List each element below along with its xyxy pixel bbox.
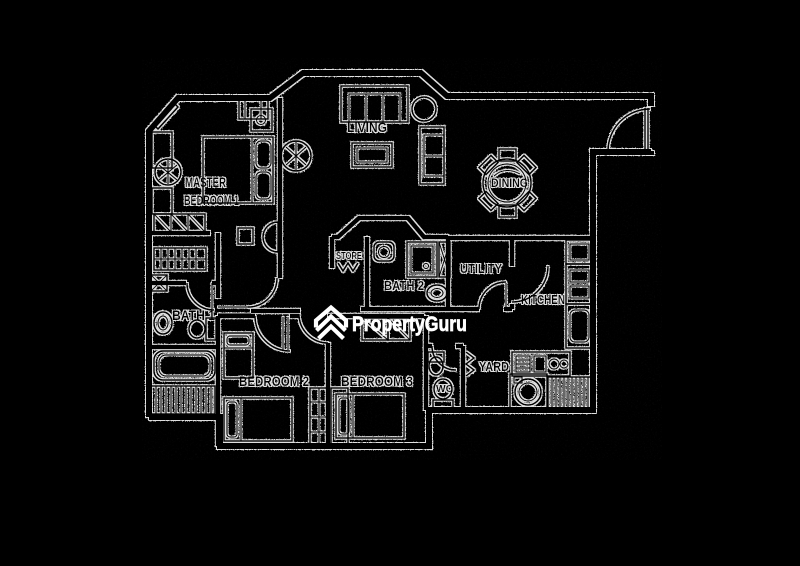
wc-basin	[428, 356, 444, 376]
entrance-door-arc	[607, 108, 651, 152]
kitchen-door-arc	[511, 265, 549, 303]
wc-yard-fixtures	[427, 351, 593, 412]
label-bedroom3: BEDROOM 3	[341, 373, 413, 389]
kitchen-fixtures	[511, 239, 594, 377]
plant-icon	[154, 158, 182, 186]
master-bed	[202, 136, 274, 204]
wardrobe	[330, 387, 349, 447]
store-bifold-door	[337, 261, 359, 273]
wc-toilet-bowl	[433, 378, 453, 400]
room-labels: MASTER BEDROOM 1 LIVING DINING STORE BAT…	[172, 119, 565, 395]
bath1-fixtures	[150, 311, 217, 415]
kitchen-counter	[511, 351, 571, 377]
shower-stall	[406, 241, 438, 278]
label-yard: YARD	[479, 359, 509, 374]
bed	[335, 393, 405, 439]
dining-table	[482, 158, 532, 208]
yard-bifold-door	[464, 351, 476, 377]
washing-machine	[509, 373, 548, 412]
walkin-wardrobe	[150, 247, 207, 292]
utility-door-arc	[478, 281, 507, 310]
wc-basin-top	[427, 351, 445, 363]
dressing-table	[262, 221, 279, 253]
bath2-toilet	[373, 241, 395, 262]
label-bath1: BATH 1	[172, 307, 215, 323]
label-dining: DINING	[491, 176, 528, 190]
propertyguru-watermark: PropertyGuru	[313, 304, 467, 341]
master-door-arc	[247, 277, 278, 308]
duct	[438, 241, 451, 278]
bath1-basin	[153, 311, 173, 335]
label-master-bedroom-line1: MASTER	[185, 174, 226, 190]
label-bedroom2: BEDROOM 2	[239, 373, 309, 389]
bed	[223, 397, 293, 442]
bath2-fixtures	[373, 241, 451, 302]
floor-plan-drawing: MASTER BEDROOM 1 LIVING DINING STORE BAT…	[146, 70, 654, 449]
dining-set	[477, 148, 538, 218]
bath2-basin	[426, 284, 448, 302]
master-bedroom-furniture	[151, 99, 279, 253]
bedroom2-door-arc	[254, 315, 291, 352]
coffee-table	[351, 142, 393, 168]
interior-walls	[149, 98, 593, 446]
label-kitchen: KITCHEN	[521, 292, 565, 307]
kitchen-sink	[565, 303, 594, 349]
label-living: LIVING	[347, 119, 387, 135]
bedroom2-furniture	[223, 332, 329, 447]
bath1-door-arc	[186, 282, 215, 311]
entrance-door-leaf	[644, 108, 649, 150]
watermark-brand-text: PropertyGuru	[352, 312, 467, 336]
plant-icon	[411, 96, 437, 122]
living-furniture	[280, 85, 445, 185]
label-utility: UTILITY	[460, 261, 502, 276]
wc-toilet-cistern	[432, 399, 454, 410]
label-wc: WC	[436, 384, 453, 395]
propertyguru-logo-icon	[313, 304, 349, 341]
bedroom3-door-arc	[298, 313, 329, 344]
doors	[186, 108, 651, 377]
bath1-toilet-bowl	[188, 319, 206, 339]
wc-door-arc	[431, 345, 457, 371]
planter-ledge	[150, 385, 216, 415]
drying-rack	[547, 376, 593, 412]
label-master-bedroom-line2: BEDROOM 1	[184, 192, 239, 208]
label-store: STORE	[336, 251, 362, 262]
bedroom3-furniture	[330, 317, 411, 447]
scan-grain-texture	[142, 58, 662, 460]
bath1-toilet-cistern	[205, 317, 217, 341]
bathtub	[153, 350, 216, 381]
bed	[223, 332, 254, 379]
label-bath2: BATH 2	[384, 278, 424, 293]
